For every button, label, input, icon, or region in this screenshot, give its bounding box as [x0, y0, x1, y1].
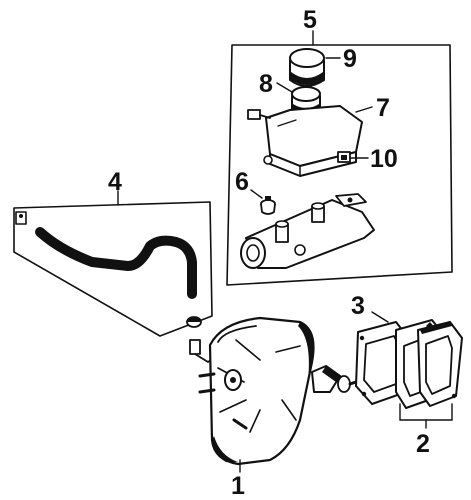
vacuum-hose — [35, 227, 197, 299]
hose-clamp — [186, 316, 202, 328]
master-cylinder-body — [240, 193, 375, 269]
hose-clip-upper — [15, 211, 27, 225]
callout-7-leader — [355, 106, 373, 113]
fluid-level-sensor — [337, 151, 351, 163]
callout-8: 8 — [259, 70, 273, 98]
booster-pushrod — [311, 365, 364, 393]
callout-7: 7 — [376, 94, 390, 122]
vacuum-hose-frame — [13, 201, 213, 337]
callout-3: 3 — [351, 292, 365, 320]
reservoir-screw — [247, 109, 271, 120]
callout-5: 5 — [303, 6, 317, 34]
reservoir-tank — [263, 105, 363, 177]
callout-6-leader — [250, 189, 263, 199]
brake-booster — [208, 316, 315, 466]
gasket-back — [417, 321, 463, 407]
reservoir-cap — [289, 48, 325, 87]
callout-6: 6 — [235, 168, 249, 196]
booster-studs — [198, 372, 248, 430]
reservoir-group-frame — [226, 44, 453, 286]
callout-2: 2 — [416, 430, 430, 458]
callout-9: 9 — [343, 45, 357, 73]
callout-10: 10 — [370, 145, 398, 173]
callout-2-bracket — [399, 403, 453, 429]
callout-1: 1 — [231, 472, 245, 500]
callout-8-leader — [276, 82, 293, 93]
callout-4: 4 — [108, 168, 122, 196]
callout-3-leader — [371, 311, 389, 323]
reservoir-grommet — [260, 196, 276, 215]
